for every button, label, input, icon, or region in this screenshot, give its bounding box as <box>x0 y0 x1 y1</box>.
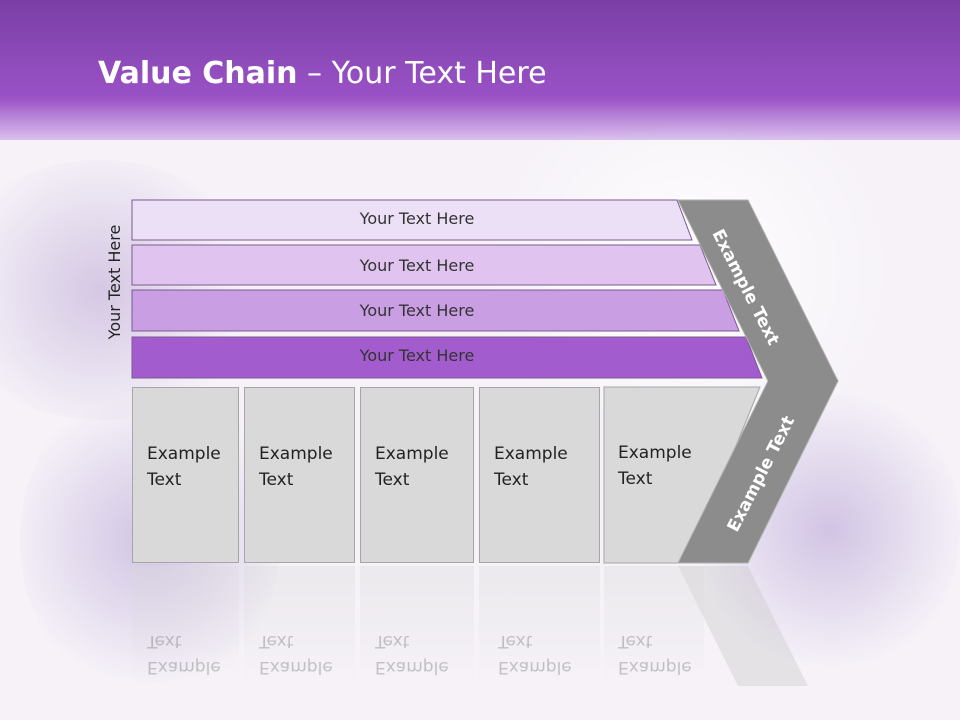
cell-reflection-2 <box>244 566 355 686</box>
cell-reflection-1 <box>132 566 239 686</box>
bar-shape-1[interactable] <box>131 199 693 241</box>
cell-reflection-4 <box>479 566 600 686</box>
bar-text-4: Your Text Here <box>359 346 475 365</box>
bar-text-2: Your Text Here <box>359 256 475 275</box>
cell-text-4: Example Text <box>494 444 568 490</box>
cell-text-2: Example Text <box>259 444 333 490</box>
bar-text-1: Your Text Here <box>359 209 475 228</box>
cell-4[interactable]: Example Text <box>479 387 600 563</box>
title-rest: – Your Text Here <box>297 56 547 91</box>
cell-reflection-text-2: Example Text <box>259 631 333 677</box>
slide-title[interactable]: Value Chain – Your Text Here <box>98 56 547 96</box>
bar-shape-4[interactable] <box>131 336 763 379</box>
cell-5[interactable]: Example Text <box>604 387 704 563</box>
cell-reflection-text-4: Example Text <box>498 631 572 677</box>
bar-text-3: Your Text Here <box>359 301 475 320</box>
bar-shape-2[interactable] <box>131 244 717 286</box>
cell-reflection-text-3: Example Text <box>375 631 449 677</box>
cell-reflection-5 <box>604 566 704 686</box>
cell-reflection-text-5: Example Text <box>618 631 692 677</box>
cell-3[interactable]: Example Text <box>360 387 474 563</box>
header-band <box>0 0 960 140</box>
chevron-reflection <box>678 566 808 686</box>
title-bold: Value Chain <box>98 56 298 91</box>
cell-reflection-3 <box>360 566 474 686</box>
cell-text-3: Example Text <box>375 444 449 490</box>
cell-2[interactable]: Example Text <box>244 387 355 563</box>
cell-1[interactable]: Example Text <box>132 387 239 563</box>
cell-reflection-text-1: Example Text <box>147 631 221 677</box>
cell-text-5: Example Text <box>618 443 692 489</box>
bar-shape-3[interactable] <box>131 289 740 332</box>
cell-text-1: Example Text <box>147 444 221 490</box>
